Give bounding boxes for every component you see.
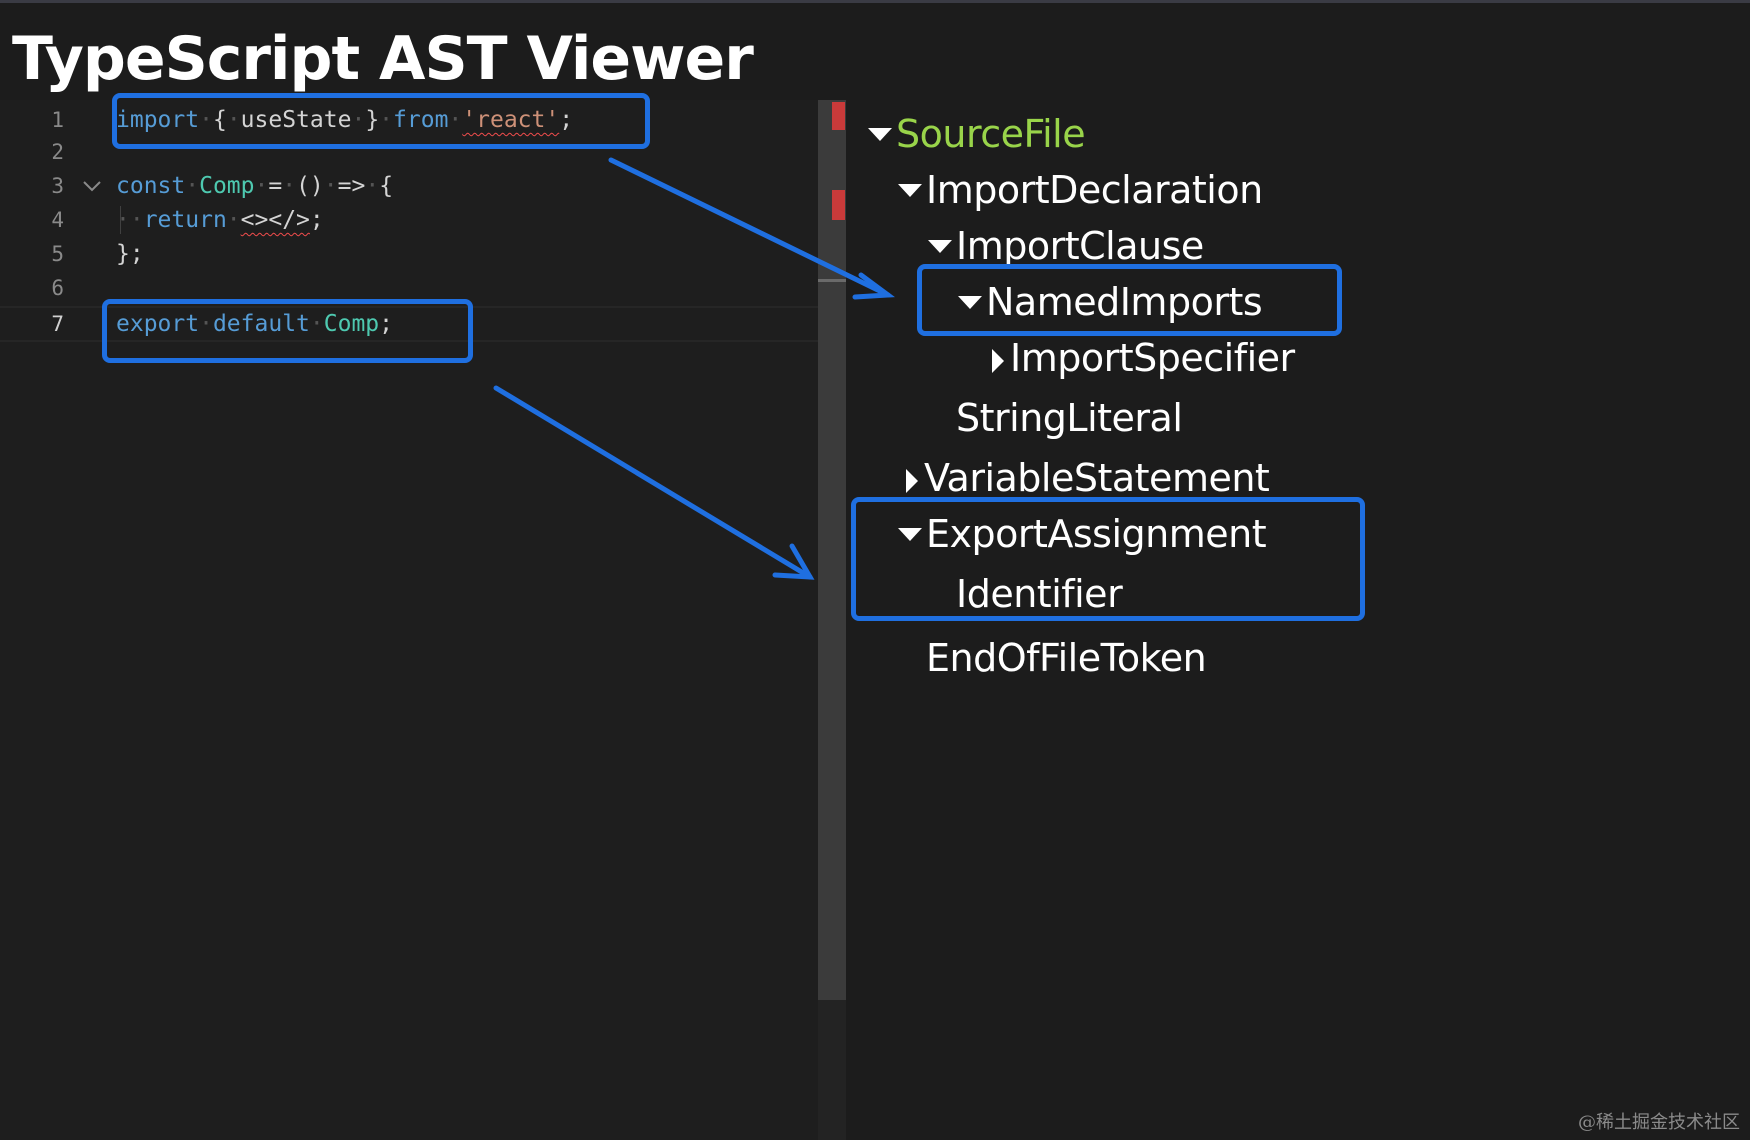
identifier-usestate: useState: [240, 107, 352, 133]
keyword-from: from: [393, 107, 449, 133]
caret-down-icon[interactable]: [868, 128, 892, 141]
caret-down-icon[interactable]: [958, 296, 982, 309]
highlight-box-export: [102, 299, 473, 363]
line-number: 4: [51, 208, 64, 232]
tree-node-endoffiletoken[interactable]: EndOfFileToken: [926, 634, 1207, 682]
caret-down-icon[interactable]: [898, 528, 922, 541]
window-top-border: [0, 0, 1750, 3]
app-title: TypeScript AST Viewer: [12, 24, 754, 94]
code-line-6[interactable]: 6: [0, 270, 818, 306]
tree-node-importspecifier[interactable]: ImportSpecifier: [986, 334, 1295, 382]
tree-node-stringliteral[interactable]: StringLiteral: [956, 394, 1183, 442]
tree-node-sourcefile[interactable]: SourceFile: [868, 110, 1086, 158]
code-text: };: [116, 241, 144, 267]
punct-arrow: =>: [337, 173, 366, 199]
line-number: 2: [51, 140, 64, 164]
tree-node-label: ImportClause: [956, 224, 1204, 268]
tree-node-label: StringLiteral: [956, 396, 1183, 440]
punct-equals: =: [268, 173, 283, 199]
caret-right-icon[interactable]: [906, 468, 918, 493]
keyword-return: return: [143, 207, 227, 233]
punct-open-brace: {: [212, 107, 227, 133]
error-marker[interactable]: [832, 102, 845, 130]
highlight-box-namedimports: [917, 264, 1342, 336]
tree-node-importdeclaration[interactable]: ImportDeclaration: [898, 166, 1263, 214]
tree-node-identifier[interactable]: Identifier: [956, 570, 1123, 618]
code-line-4[interactable]: 4 ··return·<></>;: [0, 202, 818, 238]
tree-node-label: NamedImports: [986, 280, 1263, 324]
code-line-1[interactable]: 1 import·{·useState·}·from·'react';: [0, 102, 818, 138]
code-text: import·{·useState·}·from·'react';: [116, 107, 574, 133]
code-line-5[interactable]: 5 };: [0, 236, 818, 272]
keyword-export: export: [116, 311, 200, 337]
line-number: 1: [51, 108, 64, 132]
tree-node-namedimports[interactable]: NamedImports: [958, 278, 1263, 326]
caret-down-icon[interactable]: [898, 184, 922, 197]
keyword-import: import: [116, 107, 200, 133]
punct-close-brace: }: [365, 107, 380, 133]
highlight-box-exportassignment: [851, 497, 1365, 621]
identifier-comp: Comp: [199, 173, 255, 199]
punct-semicolon: ;: [559, 107, 574, 133]
tree-node-importclause[interactable]: ImportClause: [928, 222, 1204, 270]
code-text: ··return·<></>;: [116, 207, 324, 233]
scrollbar-track: [818, 1000, 846, 1140]
line-number: 5: [51, 242, 64, 266]
punct-semicolon: ;: [309, 207, 324, 233]
code-editor[interactable]: 1 import·{·useState·}·from·'react'; 2 3 …: [0, 100, 818, 1140]
punct-open-brace: {: [379, 173, 394, 199]
keyword-default: default: [212, 311, 310, 337]
code-line-7[interactable]: 7 export·default·Comp;: [0, 306, 818, 342]
tree-node-variablestatement[interactable]: VariableStatement: [900, 454, 1270, 502]
identifier-comp: Comp: [323, 311, 380, 337]
code-text: export·default·Comp;: [116, 311, 393, 337]
code-line-2[interactable]: 2: [0, 134, 818, 170]
chevron-down-icon[interactable]: [82, 168, 102, 204]
tree-node-label: VariableStatement: [924, 456, 1270, 500]
fragment-close: </>: [268, 207, 310, 233]
fragment-open: <>: [240, 207, 269, 233]
scroll-position-marker: [818, 279, 846, 282]
tree-node-label: SourceFile: [896, 112, 1086, 156]
punct-semicolon: ;: [379, 311, 393, 337]
tree-node-label: EndOfFileToken: [926, 636, 1207, 680]
tree-node-label: ImportDeclaration: [926, 168, 1263, 212]
watermark: @稀土掘金技术社区: [1578, 1112, 1740, 1133]
tree-node-label: Identifier: [956, 572, 1123, 616]
string-react: 'react': [462, 107, 560, 133]
editor-scrollbar[interactable]: [818, 100, 846, 1000]
caret-down-icon[interactable]: [928, 240, 952, 253]
line-number: 6: [51, 276, 64, 300]
punct-parens: (): [296, 173, 324, 199]
line-number: 3: [51, 174, 64, 198]
tree-node-label: ExportAssignment: [926, 512, 1267, 556]
indent-guide: [120, 206, 121, 234]
highlight-box-import: [112, 93, 650, 149]
line-number: 7: [51, 312, 64, 336]
tree-node-label: ImportSpecifier: [1010, 336, 1295, 380]
code-text: const·Comp·=·()·=>·{: [116, 173, 394, 199]
tree-node-exportassignment[interactable]: ExportAssignment: [898, 510, 1267, 558]
error-marker[interactable]: [832, 190, 845, 220]
caret-right-icon[interactable]: [992, 348, 1004, 373]
keyword-const: const: [116, 173, 186, 199]
code-line-3[interactable]: 3 const·Comp·=·()·=>·{: [0, 168, 818, 204]
